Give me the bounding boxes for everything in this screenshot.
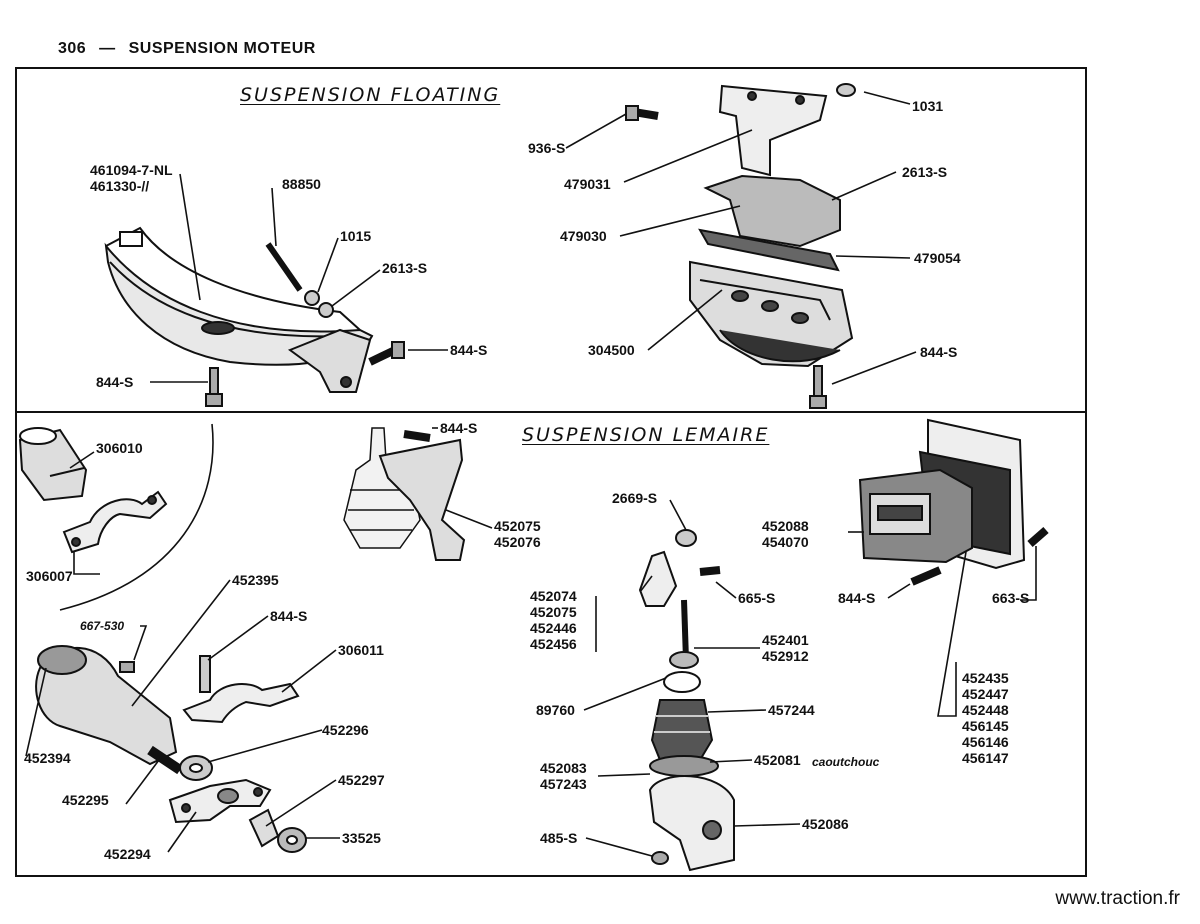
- arm-452075: [378, 438, 466, 561]
- label-457244: 457244: [768, 702, 815, 718]
- label-1015: 1015: [340, 228, 372, 244]
- stack-b-item: 452448: [962, 702, 1009, 718]
- label-479054: 479054: [914, 250, 961, 266]
- section-title-floating: SUSPENSION FLOATING: [240, 84, 501, 106]
- label-caoutchouc: caoutchouc: [812, 755, 880, 769]
- bolt-667: [119, 661, 135, 673]
- label-1031: 1031: [912, 98, 944, 114]
- stack-b-item: 452447: [962, 686, 1009, 702]
- lemaire-mount-assembly: [638, 529, 735, 872]
- label-457243: 457243: [540, 776, 587, 792]
- stack-a-item: 452075: [530, 604, 577, 620]
- stack-a-item: 452456: [530, 636, 577, 652]
- label-306011: 306011: [338, 642, 384, 658]
- label-461094: 461094-7-NL: [90, 162, 173, 178]
- nut-33525: [277, 827, 307, 853]
- label-2613-left: 2613-S: [382, 260, 428, 276]
- bracket-452294: [168, 778, 272, 824]
- floating-strap: [104, 226, 374, 393]
- label-844-lemaire-right: 844-S: [838, 590, 876, 606]
- frame-floating: [15, 67, 1087, 413]
- label-844-floating-right: 844-S: [920, 344, 958, 360]
- label-844-lemaire-top: 844-S: [440, 420, 478, 436]
- floating-bracket: [689, 84, 854, 368]
- label-452297: 452297: [338, 772, 385, 788]
- bellows-452075: [343, 427, 421, 549]
- clamp-306007: [62, 490, 168, 554]
- bolt-844-floating-left: [205, 367, 223, 407]
- plate-452297: [248, 808, 280, 848]
- label-454070: 454070: [762, 534, 809, 550]
- label-452294: 452294: [104, 846, 151, 862]
- label-485: 485-S: [540, 830, 578, 846]
- page-dash: —: [99, 40, 116, 57]
- bolt-844-floating-mid: [368, 341, 405, 366]
- stack-a-item: 452446: [530, 620, 577, 636]
- label-306007: 306007: [26, 568, 73, 584]
- divider-arc: [59, 423, 214, 611]
- label-667: 667-530: [80, 619, 125, 633]
- label-479030: 479030: [560, 228, 607, 244]
- label-452394: 452394: [24, 750, 71, 766]
- page-header: 306 — SUSPENSION MOTEUR: [58, 40, 324, 58]
- washer-452296: [179, 755, 213, 781]
- label-2613-right: 2613-S: [902, 164, 948, 180]
- stack-b-item: 456145: [962, 718, 1009, 734]
- bolt-663: [1027, 526, 1049, 548]
- label-844-floating-mid: 844-S: [450, 342, 488, 358]
- label-461330: 461330-//: [90, 178, 150, 194]
- rubber-mount-452088: [858, 418, 1026, 570]
- label-452296: 452296: [322, 722, 369, 738]
- bolt-844-lemaire-right: [910, 566, 942, 586]
- stack-group-b: 452435 452447 452448 456145 456146 45614…: [962, 670, 1009, 766]
- footer-url: www.traction.fr: [1055, 888, 1180, 909]
- label-452075-center: 452075: [494, 518, 541, 534]
- label-936: 936-S: [528, 140, 566, 156]
- label-452401: 452401: [762, 632, 809, 648]
- section-title-lemaire: SUSPENSION LEMAIRE: [522, 424, 770, 446]
- sleeve-306010: [18, 427, 88, 502]
- bushing-452394: [35, 645, 183, 775]
- stack-b-item: 456147: [962, 750, 1009, 766]
- label-452912: 452912: [762, 648, 809, 664]
- clamp-306011: [182, 655, 300, 724]
- stack-a-item: 452074: [530, 588, 577, 604]
- label-452076: 452076: [494, 534, 541, 550]
- label-452295: 452295: [62, 792, 109, 808]
- label-479031: 479031: [564, 176, 611, 192]
- stack-b-item: 452435: [962, 670, 1009, 686]
- leader-lines: [25, 91, 1037, 857]
- label-844-lemaire-left: 844-S: [270, 608, 308, 624]
- frame-lemaire: [15, 411, 1087, 877]
- stack-b-item: 456146: [962, 734, 1009, 750]
- label-452395: 452395: [232, 572, 279, 588]
- label-452083: 452083: [540, 760, 587, 776]
- bolt-844-lemaire-top: [403, 430, 431, 442]
- stack-group-a: 452074 452075 452446 452456: [530, 588, 577, 652]
- bolt-936: [625, 105, 659, 121]
- label-33525: 33525: [342, 830, 381, 846]
- label-663: 663-S: [992, 590, 1030, 606]
- label-306010: 306010: [96, 440, 143, 456]
- label-2669: 2669-S: [612, 490, 658, 506]
- label-89760: 89760: [536, 702, 575, 718]
- bolt-88850: [265, 242, 334, 318]
- label-844-floating-left: 844-S: [96, 374, 134, 390]
- label-452081: 452081: [754, 752, 801, 768]
- label-304500: 304500: [588, 342, 635, 358]
- page-title: SUSPENSION MOTEUR: [128, 40, 316, 57]
- label-452088: 452088: [762, 518, 809, 534]
- nut-1031: [836, 83, 856, 97]
- label-452086: 452086: [802, 816, 849, 832]
- bolt-844-floating-right: [809, 365, 827, 409]
- page-number: 306: [58, 40, 87, 57]
- label-88850: 88850: [282, 176, 321, 192]
- label-665: 665-S: [738, 590, 776, 606]
